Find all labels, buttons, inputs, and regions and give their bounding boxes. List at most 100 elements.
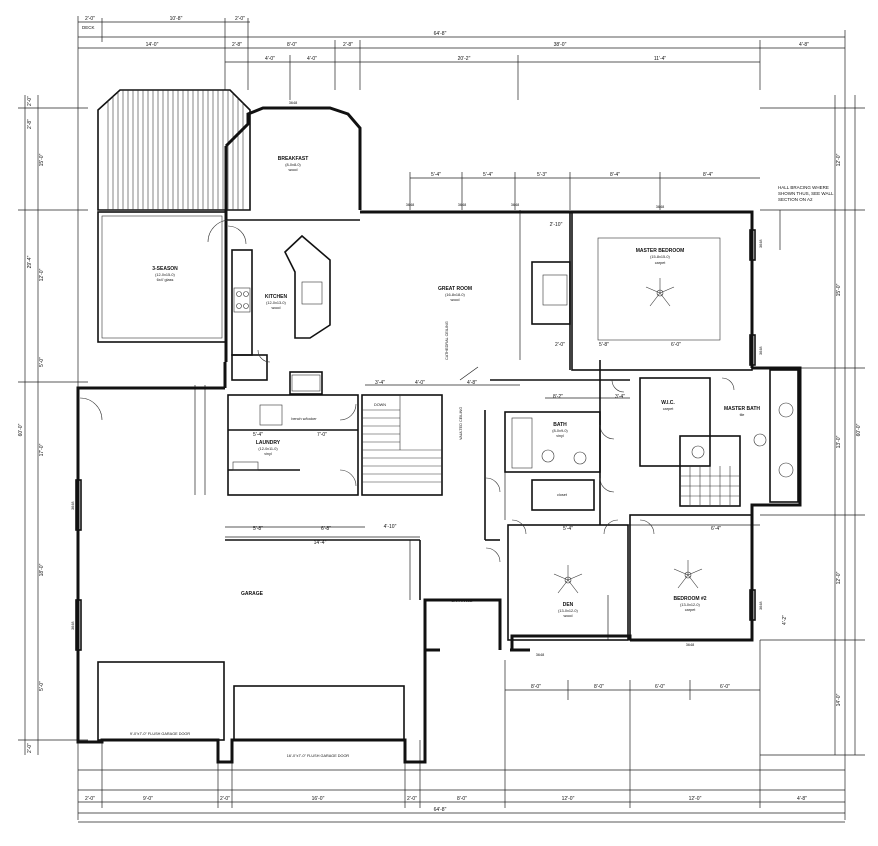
bath-size: (8-0x9-0) bbox=[552, 429, 568, 433]
dim-text: 6'-0" bbox=[655, 684, 665, 690]
dim-text: 15'-0" bbox=[39, 153, 45, 166]
dim-text: 60'-0" bbox=[856, 423, 862, 436]
dim-text: 8'-2" bbox=[553, 394, 563, 400]
dim-text: 2'-0" bbox=[27, 96, 33, 106]
great-room-floor: wood bbox=[450, 298, 459, 302]
dim-text: 4'-0" bbox=[415, 380, 425, 386]
breakfast-label: BREAKFAST bbox=[278, 156, 309, 162]
window-code: 3648 bbox=[759, 347, 763, 355]
window-code: 3648 bbox=[511, 203, 519, 207]
dim-text: 2'-0" bbox=[235, 16, 245, 22]
dim-text: 2'-0" bbox=[407, 796, 417, 802]
entrance-label: ENTRANCE bbox=[452, 599, 473, 603]
dim-text: 2'-10" bbox=[550, 222, 563, 228]
window-codes: 3648 3648 3648 3648 3648 3648 3648 3648 … bbox=[71, 101, 763, 657]
dim-text: 16'-0" bbox=[312, 796, 325, 802]
dim-text: 4'-8" bbox=[467, 380, 477, 386]
dim-text: 12'-0" bbox=[836, 153, 842, 166]
three-season-size: (12-0x15-0) bbox=[155, 273, 175, 277]
breakfast-size: (8-0x8-0) bbox=[285, 163, 301, 167]
breakfast-floor: wood bbox=[288, 168, 297, 172]
dim-text: 10'-8" bbox=[170, 16, 183, 22]
cathedral-label: CATHEDRAL CEILING bbox=[445, 321, 449, 360]
dim-text: 60'-0" bbox=[18, 423, 24, 436]
dim-text: 6'-8" bbox=[321, 526, 331, 532]
dim-text: 5'-8" bbox=[253, 526, 263, 532]
dim-text: 2'-0" bbox=[220, 796, 230, 802]
hall-note-line3: SECTION ON A2 bbox=[778, 197, 813, 202]
bedroom2-floor: carpet bbox=[685, 608, 696, 612]
dim-text: 2'-8" bbox=[232, 42, 242, 48]
master-bedroom-floor: carpet bbox=[655, 261, 666, 265]
dim-text: 6'-0" bbox=[671, 342, 681, 348]
dim-text: 6'-0" bbox=[720, 684, 730, 690]
garage-label: GARAGE bbox=[241, 591, 264, 597]
dim-text: 5'-4" bbox=[563, 526, 573, 532]
dimension-text: 2'-0" 10'-8" 2'-0" 64'-8" 14'-0" 2'-8" 8… bbox=[18, 16, 862, 813]
dim-text: 2'-0" bbox=[27, 743, 33, 753]
stair-down-label: DOWN bbox=[374, 403, 386, 407]
dim-text: 20'-2" bbox=[458, 56, 471, 62]
window-code: 3648 bbox=[536, 653, 544, 657]
dim-text: 14'-0" bbox=[146, 42, 159, 48]
dim-text: 4'-0" bbox=[265, 56, 275, 62]
dim-text: 8'-4" bbox=[610, 172, 620, 178]
dim-text: 5'-0" bbox=[39, 357, 45, 367]
dim-text: 8'-0" bbox=[531, 684, 541, 690]
dim-text: 9'-0" bbox=[143, 796, 153, 802]
great-room-label: GREAT ROOM bbox=[438, 286, 472, 292]
bedroom2-label: BEDROOM #2 bbox=[673, 596, 706, 602]
dim-text: 8'-0" bbox=[457, 796, 467, 802]
dim-text: 12'-0" bbox=[836, 571, 842, 584]
vaulted-label: VAULTED CEILING bbox=[459, 407, 463, 440]
window-code: 3648 bbox=[71, 622, 75, 630]
dim-text: 5'-8" bbox=[599, 342, 609, 348]
window-code: 3648 bbox=[686, 643, 694, 647]
dim-text: 8'-0" bbox=[287, 42, 297, 48]
dim-text: 38'-0" bbox=[554, 42, 567, 48]
hall-note-line2: SHOWN THUS, SEE WALL bbox=[778, 191, 834, 196]
dimension-lines bbox=[18, 16, 865, 820]
dim-text: 7'-0" bbox=[317, 432, 327, 438]
deck-and-porch bbox=[97, 89, 251, 343]
dim-text: 3'-4" bbox=[375, 380, 385, 386]
ceiling-fans bbox=[553, 278, 703, 594]
window-code: 3648 bbox=[759, 240, 763, 248]
master-bath-floor: tile bbox=[740, 413, 745, 417]
window-code: 3648 bbox=[458, 203, 466, 207]
dim-text: 14'-0" bbox=[836, 693, 842, 706]
dim-text: 64'-8" bbox=[434, 31, 447, 37]
window-code: 3648 bbox=[406, 203, 414, 207]
dim-text: 4'-8" bbox=[797, 796, 807, 802]
dim-text: 5'-4" bbox=[431, 172, 441, 178]
three-season-label: 3-SEASON bbox=[152, 266, 178, 272]
dim-text: 11'-4" bbox=[654, 56, 667, 62]
wic-label: W.I.C. bbox=[661, 400, 675, 406]
bench-label: bench w/locker bbox=[291, 417, 317, 421]
den-label: DEN bbox=[563, 602, 574, 608]
dim-text: 64'-8" bbox=[434, 807, 447, 813]
dim-text: 2'-8" bbox=[343, 42, 353, 48]
window-code: 3648 bbox=[289, 101, 297, 105]
dim-text: 17'-0" bbox=[39, 443, 45, 456]
kitchen-floor: wood bbox=[271, 306, 280, 310]
dim-text: 2'-0" bbox=[555, 342, 565, 348]
dim-text: 5'-4" bbox=[253, 432, 263, 438]
dim-text: 5'-4" bbox=[483, 172, 493, 178]
fixtures bbox=[232, 281, 794, 478]
master-bath-label: MASTER BATH bbox=[724, 406, 760, 412]
closet-label: closet bbox=[557, 493, 568, 497]
dim-text: 4'-2" bbox=[782, 615, 788, 625]
dim-text: 5'-0" bbox=[39, 681, 45, 691]
dim-text: 18'-0" bbox=[39, 563, 45, 576]
dim-text: 12'-0" bbox=[689, 796, 702, 802]
dim-text: 8'-4" bbox=[703, 172, 713, 178]
bedroom2-size: (13-0x12-0) bbox=[680, 603, 700, 607]
hall-note-line1: HALL BRACING WHERE bbox=[778, 185, 829, 190]
laundry-label: LAUNDRY bbox=[256, 440, 281, 446]
master-bedroom-size: (15-8x15-0) bbox=[650, 255, 670, 259]
dim-text: 4'-0" bbox=[307, 56, 317, 62]
dim-text: 15'-0" bbox=[836, 283, 842, 296]
dim-text: 5'-3" bbox=[537, 172, 547, 178]
den-size: (13-0x12-0) bbox=[558, 609, 578, 613]
